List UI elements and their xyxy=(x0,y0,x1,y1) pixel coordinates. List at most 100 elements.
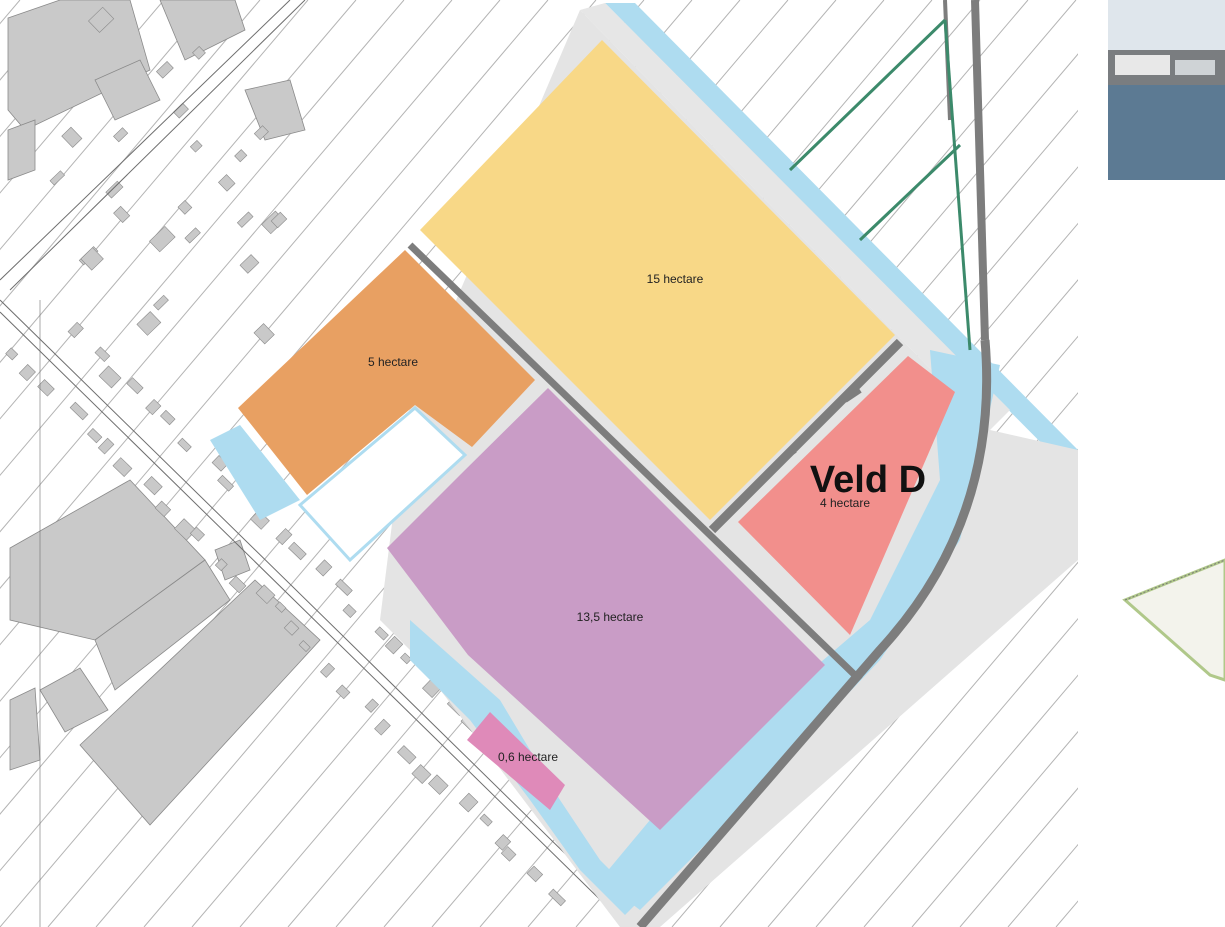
cadastral-line xyxy=(0,0,309,364)
house xyxy=(400,652,412,665)
cadastral-line xyxy=(0,0,213,251)
cadastral-line xyxy=(0,0,453,533)
house xyxy=(112,457,133,477)
cadastral-line xyxy=(0,0,549,646)
house xyxy=(253,323,275,345)
house xyxy=(174,518,197,541)
house xyxy=(288,541,307,561)
parcel-label-yellow: 15 hectare xyxy=(647,272,704,286)
building xyxy=(39,667,109,733)
house xyxy=(126,377,144,395)
house xyxy=(192,45,206,60)
house xyxy=(67,321,84,339)
house xyxy=(364,698,379,713)
cadastral-line xyxy=(863,674,1078,927)
house xyxy=(113,205,131,224)
house xyxy=(153,294,169,311)
house xyxy=(274,601,287,613)
house xyxy=(37,379,55,397)
house xyxy=(143,476,163,496)
water xyxy=(210,425,300,520)
house xyxy=(494,834,512,851)
cadastral-line xyxy=(0,0,261,307)
house xyxy=(253,125,269,141)
house xyxy=(479,813,493,827)
pipeline-lines xyxy=(788,18,972,351)
building xyxy=(9,687,41,771)
house xyxy=(189,139,203,153)
harbour-photo[interactable] xyxy=(1108,0,1225,180)
building xyxy=(244,79,306,141)
house xyxy=(428,774,449,795)
house xyxy=(239,254,260,274)
building xyxy=(79,579,321,826)
house xyxy=(149,225,176,253)
house xyxy=(320,662,336,678)
house xyxy=(105,180,124,199)
cadastral-line xyxy=(767,561,1078,927)
house xyxy=(335,578,353,597)
house xyxy=(315,559,333,577)
building xyxy=(94,559,231,691)
house xyxy=(255,584,276,605)
house xyxy=(234,149,248,163)
house xyxy=(218,174,236,192)
main-road xyxy=(0,0,641,927)
sketch-shape xyxy=(1122,558,1225,682)
house xyxy=(49,170,66,186)
house xyxy=(335,684,351,700)
house xyxy=(80,247,104,271)
house xyxy=(275,528,293,546)
building xyxy=(159,0,246,61)
parcel-label-magenta: 0,6 hectare xyxy=(498,750,558,764)
house xyxy=(184,227,201,244)
house xyxy=(61,126,83,148)
house xyxy=(136,311,162,336)
house xyxy=(69,401,89,421)
house xyxy=(236,211,254,228)
internal-roads xyxy=(407,0,992,927)
white-lot xyxy=(297,405,468,563)
parcel-label-violet: 13,5 hectare xyxy=(577,610,644,624)
house xyxy=(548,888,566,907)
building xyxy=(7,119,36,181)
cadastral-line xyxy=(719,505,1078,927)
parcel-violet[interactable] xyxy=(387,388,825,830)
house xyxy=(397,745,417,765)
house xyxy=(217,474,234,492)
parcel-yellow[interactable] xyxy=(420,40,895,520)
house xyxy=(270,211,288,229)
parcel-pink[interactable] xyxy=(738,356,955,635)
house xyxy=(88,6,115,33)
house xyxy=(5,347,19,361)
house xyxy=(411,764,432,785)
house xyxy=(342,603,357,618)
cadastral-line xyxy=(0,0,405,477)
building xyxy=(94,59,161,121)
house xyxy=(298,640,311,653)
house xyxy=(177,437,192,453)
sketch-edge xyxy=(1124,559,1225,601)
cadastral-line xyxy=(0,0,357,420)
house xyxy=(87,428,103,444)
house xyxy=(283,620,300,636)
parcel-orange[interactable] xyxy=(238,250,535,495)
cadastral-line xyxy=(0,0,597,702)
house xyxy=(94,346,111,363)
industrial-buildings xyxy=(7,0,321,826)
parcel-label-pink: 4 hectare xyxy=(820,496,870,510)
house xyxy=(228,575,247,594)
field-title: Veld D xyxy=(810,459,926,501)
cadastral-line xyxy=(0,0,501,589)
house xyxy=(384,635,404,655)
water xyxy=(600,350,1000,910)
building xyxy=(7,0,151,131)
house xyxy=(156,60,174,79)
cadastral-line xyxy=(911,730,1078,927)
house xyxy=(160,409,176,426)
house xyxy=(98,365,122,389)
house xyxy=(145,398,162,416)
parcel-magenta[interactable] xyxy=(467,712,565,810)
